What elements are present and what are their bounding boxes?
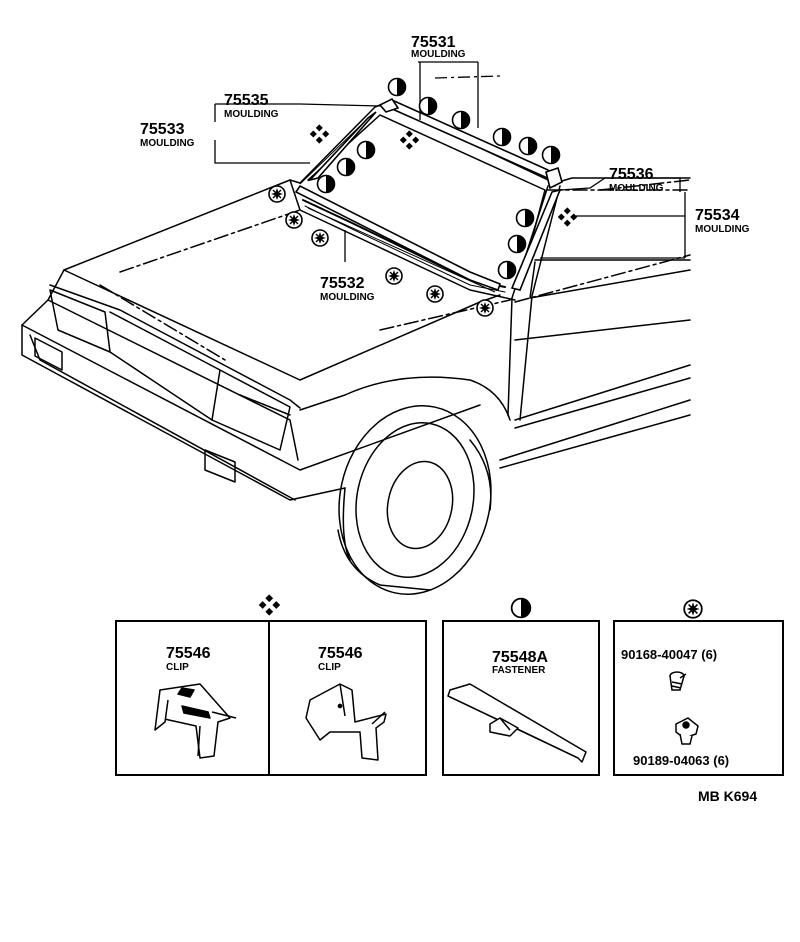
legend-box-screws xyxy=(613,620,784,776)
car-body-drawing xyxy=(21,102,691,595)
screw-part-number: 90168-40047 (6) xyxy=(621,647,717,662)
nut-part-number: 90189-04063 (6) xyxy=(633,753,729,768)
screw-markers xyxy=(268,185,494,317)
callout-75535: 75535 MOULDING xyxy=(224,92,279,120)
moulding-75534-side xyxy=(510,188,562,291)
clip-a-number: 75546 xyxy=(166,645,211,662)
clip-a-label: CLIP xyxy=(166,662,189,673)
star-circle-icon xyxy=(683,599,703,619)
fastener-number: 75548A xyxy=(492,649,548,666)
callout-number: 75534 xyxy=(695,207,740,224)
fastener-label: FASTENER xyxy=(492,665,546,676)
callout-label: MOULDING xyxy=(320,292,375,303)
callout-label: MOULDING xyxy=(695,224,750,235)
moulding-75532-cowl xyxy=(294,184,501,292)
half-filled-circle-icon xyxy=(510,597,532,619)
legend-box-clips xyxy=(115,620,427,776)
clip-b-label: CLIP xyxy=(318,662,341,673)
callout-number: 75531 xyxy=(411,34,456,51)
callout-number: 75533 xyxy=(140,121,185,138)
callout-number: 75532 xyxy=(320,275,365,292)
diamond-cluster-icon xyxy=(259,594,281,616)
callout-label: MOULDING xyxy=(609,183,664,194)
callout-75531: 75531 MOULDING xyxy=(411,34,466,60)
callout-label: MOULDING xyxy=(224,109,279,120)
moulding-parts xyxy=(294,97,563,292)
drawing-code: MB K694 xyxy=(698,788,757,804)
callout-75533: 75533 MOULDING xyxy=(140,121,195,149)
fastener-markers xyxy=(316,77,561,280)
callout-number: 75536 xyxy=(609,166,654,183)
callout-75534: 75534 MOULDING xyxy=(695,207,750,235)
callout-label: MOULDING xyxy=(140,138,195,149)
leader-lines xyxy=(214,61,686,262)
fastener: 75548A FASTENER xyxy=(447,649,587,763)
moulding-75536-corner xyxy=(545,166,563,190)
clip-b: 75546 CLIP xyxy=(305,645,387,761)
moulding-75533-left xyxy=(307,111,377,182)
clip-a: 75546 CLIP xyxy=(154,645,237,759)
legend-box-fastener xyxy=(442,620,600,776)
moulding-75535-corner xyxy=(378,97,400,113)
callout-number: 75535 xyxy=(224,92,269,109)
callout-75532: 75532 MOULDING xyxy=(320,275,375,303)
screw-set: 90168-40047 (6) 90189-04063 (6) xyxy=(621,647,729,768)
clip-b-number: 75546 xyxy=(318,645,363,662)
callout-label: MOULDING xyxy=(411,49,466,60)
callout-75536: 75536 MOULDING xyxy=(609,166,664,194)
